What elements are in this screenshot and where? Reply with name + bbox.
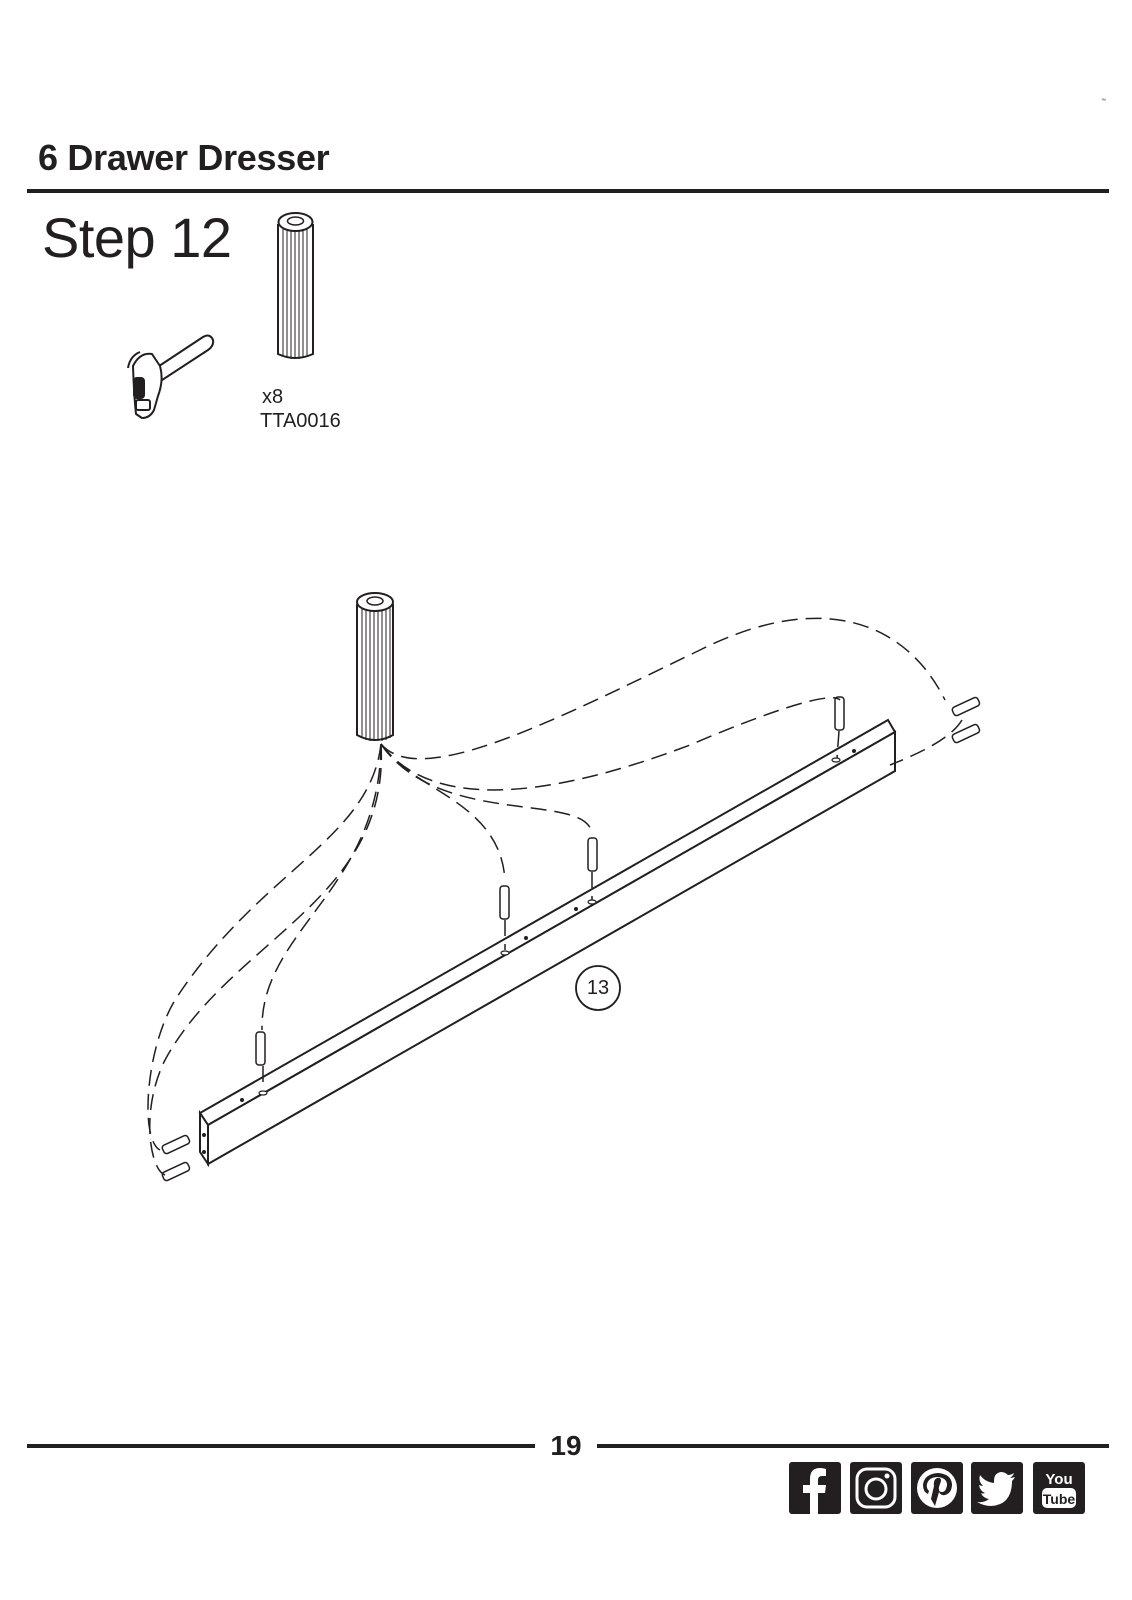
page-number: 19: [537, 1430, 595, 1462]
assembly-diagram: [148, 593, 980, 1182]
panel-13-rail: [200, 720, 895, 1164]
facebook-icon[interactable]: [789, 1462, 841, 1514]
large-dowel-illustration: [357, 593, 393, 741]
footer-divider-left: [27, 1444, 535, 1448]
twitter-icon[interactable]: [971, 1462, 1023, 1514]
part-code: TTA0016: [260, 409, 341, 433]
hammer-icon: [128, 336, 213, 418]
instagram-icon[interactable]: [850, 1462, 902, 1514]
pinterest-icon[interactable]: [911, 1462, 963, 1514]
panel-label: 13: [574, 975, 622, 1001]
part-quantity: x8: [262, 385, 283, 409]
youtube-text-top: You: [1045, 1471, 1072, 1488]
youtube-icon[interactable]: You Tube: [1033, 1462, 1085, 1514]
wooden-dowel-icon: [278, 213, 313, 359]
youtube-text-bottom: Tube: [1043, 1491, 1076, 1507]
footer-divider-right: [597, 1444, 1109, 1448]
